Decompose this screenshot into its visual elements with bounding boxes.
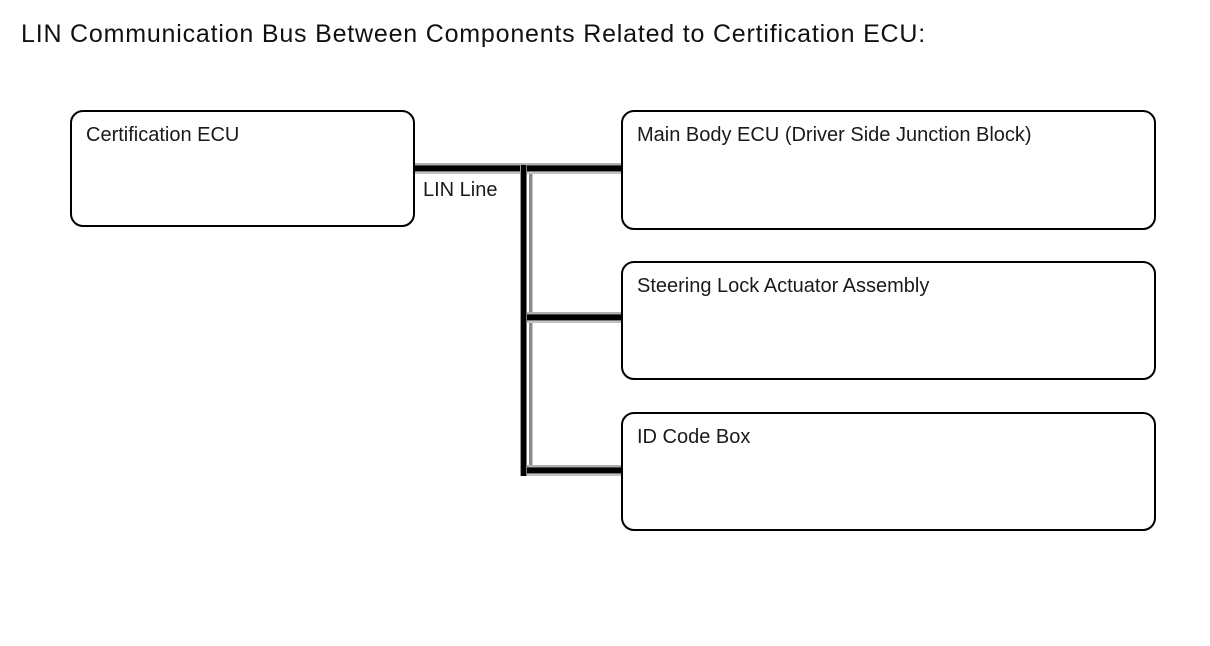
node-certification-ecu: Certification ECU [70, 110, 415, 227]
node-label-steering-lock-actuator: Steering Lock Actuator Assembly [637, 275, 930, 297]
lin-line-label: LIN Line [423, 179, 498, 201]
connector-certification-to-main-body [414, 163, 623, 174]
node-label-certification-ecu: Certification ECU [86, 124, 240, 146]
node-id-code-box: ID Code Box [621, 412, 1156, 531]
connector-bus-to-steering-lock [525, 312, 623, 323]
node-label-main-body-ecu: Main Body ECU (Driver Side Junction Bloc… [637, 124, 1032, 146]
node-main-body-ecu: Main Body ECU (Driver Side Junction Bloc… [621, 110, 1156, 230]
node-label-id-code-box: ID Code Box [637, 426, 751, 448]
diagram-title: LIN Communication Bus Between Components… [21, 20, 927, 48]
connector-bus-to-id-code-box [525, 465, 623, 476]
node-steering-lock-actuator: Steering Lock Actuator Assembly [621, 261, 1156, 380]
lin-bus-vertical-line [520, 165, 527, 476]
